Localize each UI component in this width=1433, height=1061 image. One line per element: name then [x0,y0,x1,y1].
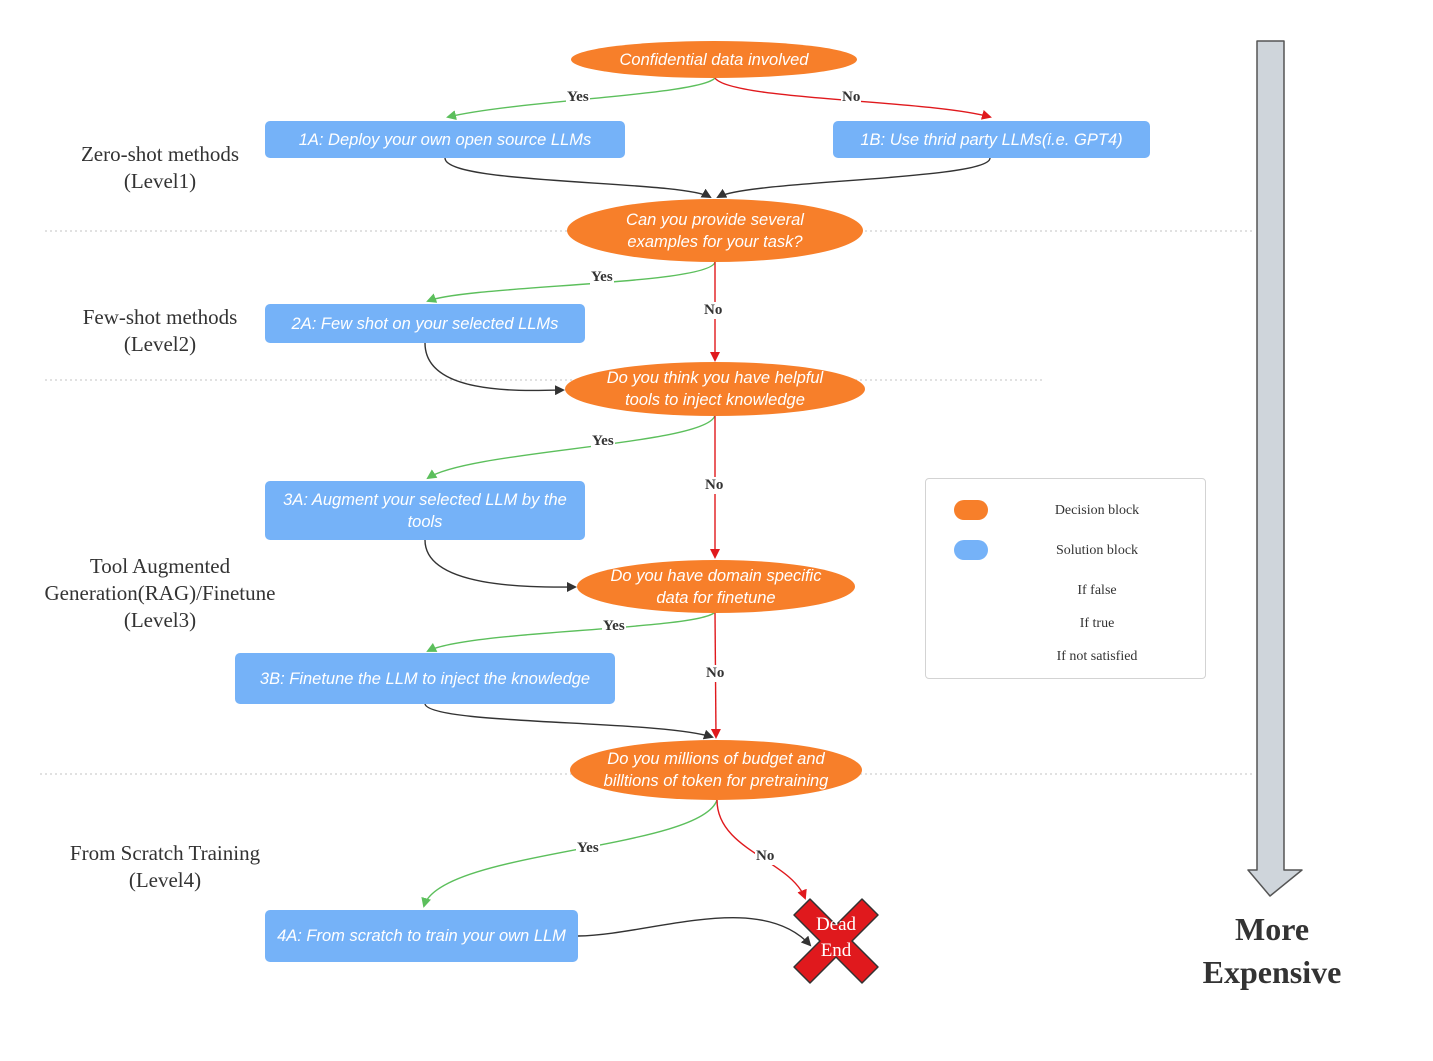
solution-1b-third-party: 1B: Use thrid party LLMs(i.e. GPT4) [833,121,1150,158]
solution-2a-few-shot: 2A: Few shot on your selected LLMs [265,304,585,343]
edge-s2a-fallback [424,342,565,396]
edge-s1b-fallback [716,157,991,198]
more-expensive-label: More Expensive [1202,911,1342,990]
edge-d2-yes [426,261,716,303]
level-label-tool-augmented: Tool Augmented Generation(RAG)/Finetune … [44,554,276,632]
edge-label-d2-yes: Yes [590,269,614,286]
legend-decision-swatch [954,500,988,520]
edge-d1-no [714,77,992,120]
edge-d5-yes [421,799,718,908]
decision-budget-pretraining: Do you millions of budget and billtions … [570,740,862,800]
more-expensive-arrow [1247,40,1303,897]
dead-end-x-icon [793,898,879,984]
decision-confidential-data: Confidential data involved [571,41,857,78]
legend-solution-label: Solution block [1055,543,1139,558]
edge-label-d1-yes: Yes [566,89,590,106]
legend: Decision block Solution block If false I… [925,478,1206,679]
edge-d4-yes [426,611,716,652]
edge-label-d3-no: No [704,477,725,494]
edge-d1-yes [446,77,716,121]
edge-label-d5-yes: Yes [576,840,600,857]
legend-solution-swatch [954,540,988,560]
edge-s4a-fallback [577,917,812,947]
legend-false-label: If false [1077,583,1117,598]
legend-decision-label: Decision block [1054,503,1140,518]
edge-s3a-fallback [424,539,577,593]
edge-s3b-fallback [424,703,714,740]
legend-true-label: If true [1079,616,1115,631]
solution-3a-augment-tools: 3A: Augment your selected LLM by the too… [265,481,585,540]
solution-4a-from-scratch: 4A: From scratch to train your own LLM [265,910,578,962]
decision-provide-examples: Can you provide several examples for you… [567,199,863,262]
edge-label-d1-no: No [841,89,862,106]
level-label-zero-shot: Zero-shot methods (Level1) [80,142,240,193]
solution-1a-open-source: 1A: Deploy your own open source LLMs [265,121,625,158]
level-label-from-scratch: From Scratch Training (Level4) [69,841,261,892]
solution-3b-finetune: 3B: Finetune the LLM to inject the knowl… [235,653,615,704]
edge-label-d2-no: No [703,302,724,319]
level-label-few-shot: Few-shot methods (Level2) [82,305,238,356]
decision-domain-data: Do you have domain specific data for fin… [577,560,855,613]
edge-label-d4-yes: Yes [602,618,626,635]
edge-s1a-fallback [444,157,712,198]
decision-helpful-tools: Do you think you have helpful tools to i… [565,362,865,416]
edge-d3-yes [426,414,716,480]
legend-fallback-label: If not satisfied [1056,649,1138,664]
edge-label-d3-yes: Yes [591,433,615,450]
edge-label-d5-no: No [755,848,776,865]
dead-end-label: Dead End [815,914,857,961]
edge-label-d4-no: No [705,665,726,682]
